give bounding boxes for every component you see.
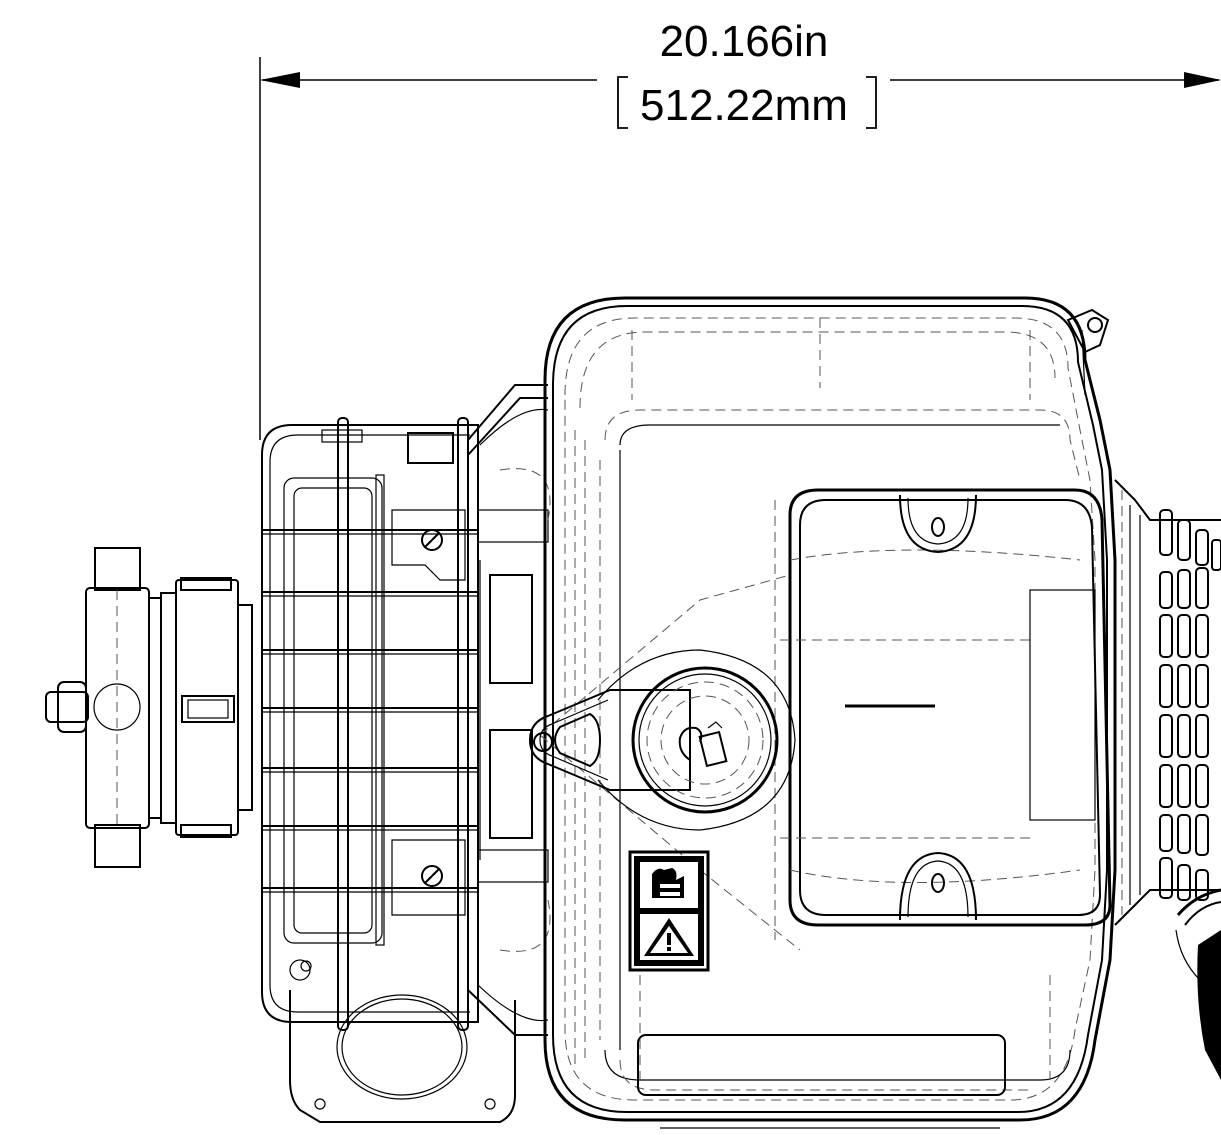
guard-cage	[261, 417, 479, 1031]
top-latch	[1066, 308, 1110, 396]
cage-screw-top	[421, 529, 443, 551]
base-mounting-plate	[289, 959, 516, 1123]
dimension-mm-label: 512.22mm	[640, 81, 848, 130]
fuel-cap-assembly	[528, 574, 801, 951]
cover-screw-bottom	[899, 851, 977, 921]
bottom-slot	[637, 1034, 1006, 1096]
fuel-pump-icon	[678, 721, 728, 768]
outlet-coupling	[45, 547, 253, 868]
starter-handle	[1175, 888, 1221, 1080]
arrowhead-right	[1184, 72, 1221, 88]
overall-width-dimension: 20.166in 512.22mm	[259, 17, 1221, 440]
air-filter-cover	[774, 488, 1112, 940]
cover-screw-top	[899, 494, 977, 554]
dimension-inches-label: 20.166in	[660, 17, 829, 66]
cage-screw-bottom	[421, 865, 443, 887]
pump-housing	[467, 384, 551, 1036]
warning-label	[628, 850, 710, 972]
cooling-fins	[1114, 479, 1221, 926]
arrowhead-left	[260, 72, 300, 88]
engine-cover	[543, 296, 1117, 1129]
bracket-right	[866, 76, 877, 129]
bracket-left	[617, 76, 628, 129]
coupling-center-circle	[93, 683, 141, 731]
